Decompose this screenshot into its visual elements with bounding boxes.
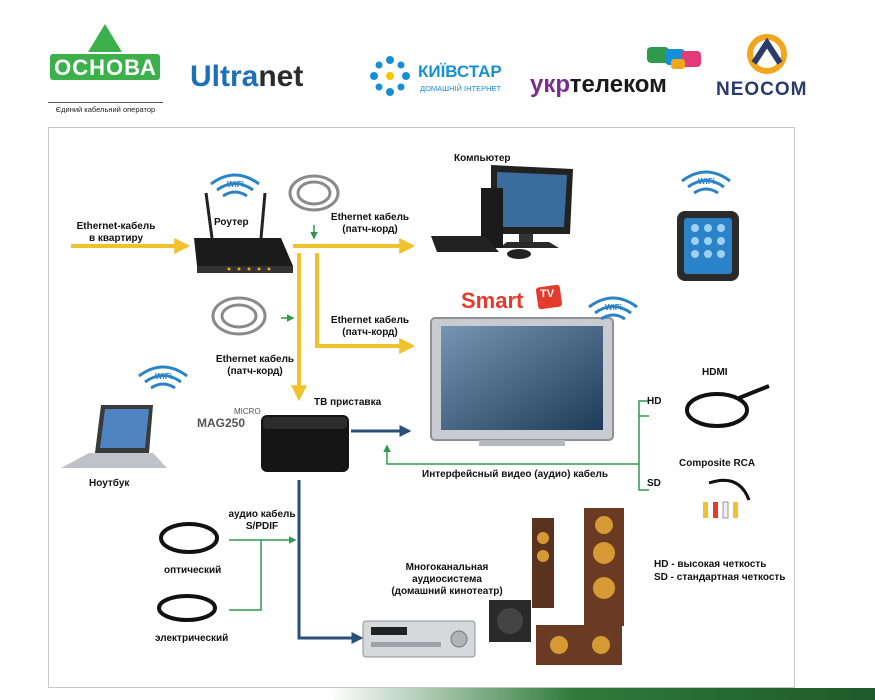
router-label: Роутер bbox=[214, 217, 249, 228]
wifi-laptop-icon bbox=[138, 365, 188, 390]
electric-label: электрический bbox=[155, 633, 229, 644]
interface-cable-label: Интерфейсный видео (аудио) кабель bbox=[422, 469, 609, 480]
router-to-tv-arrow bbox=[315, 253, 416, 354]
hd-label: HD bbox=[647, 396, 662, 407]
rca-cable-icon bbox=[703, 478, 751, 519]
tv-badge-label: TV bbox=[540, 288, 555, 300]
laptop-label: Ноутбук bbox=[89, 478, 130, 489]
ukrtelecom-part2: телеком bbox=[569, 71, 667, 98]
tvbox-to-audio-arrow bbox=[297, 480, 364, 644]
hd-desc-label: HD - высокая четкость bbox=[654, 559, 767, 570]
ukrtelecom-part1: укр bbox=[530, 71, 570, 98]
tablet-icon bbox=[677, 211, 739, 281]
computer-label: Компьютер bbox=[454, 153, 511, 164]
smart-tv-badge-icon bbox=[535, 284, 563, 310]
patch-cord-label-3: Ethernet кабель (патч-корд) bbox=[215, 354, 295, 377]
patch-cord-icon-2 bbox=[211, 296, 267, 336]
patch-connector-arrows bbox=[281, 225, 318, 322]
kyivstar-tagline: ДОМАШНІЙ ІНТЕРНЕТ bbox=[420, 84, 502, 93]
hdmi-label: HDMI bbox=[702, 367, 728, 378]
osnova-tagline: Єдиний кабельний оператор bbox=[48, 102, 163, 114]
electric-cable-icon bbox=[157, 594, 217, 622]
wifi-router-icon bbox=[210, 173, 260, 198]
ukrtelecom-logo: укртелеком bbox=[530, 45, 701, 100]
router-icon bbox=[194, 192, 293, 273]
ethernet-in-label: Ethernet-кабель в квартиру bbox=[76, 221, 156, 244]
sd-label: SD bbox=[647, 478, 661, 489]
tv-box-label: ТВ приставка bbox=[314, 397, 382, 408]
computer-icon bbox=[431, 165, 573, 259]
neocom-emblem-icon bbox=[747, 34, 787, 74]
bottom-accent-bar bbox=[330, 688, 875, 700]
wifi-tv-icon bbox=[588, 296, 638, 321]
diagram-canvas bbox=[61, 165, 770, 665]
optical-label: оптический bbox=[164, 565, 222, 576]
audio-cable-label: аудио кабель S/PDIF bbox=[228, 509, 296, 532]
multichannel-label: Многоканальная аудиосистема (домашний ки… bbox=[391, 562, 503, 597]
av-receiver-icon bbox=[362, 620, 476, 658]
neocom-name: NEOCOM bbox=[716, 79, 808, 100]
patch-cord-icon bbox=[288, 174, 340, 212]
neocom-logo: NEOCOM bbox=[716, 33, 826, 103]
patch-cord-label-1: Ethernet кабель (патч-корд) bbox=[330, 212, 410, 235]
kyivstar-star-icon bbox=[370, 56, 410, 96]
osnova-logo: ОСНОВА Єдиний кабельний оператор bbox=[48, 22, 163, 117]
mag-label: MAG250 bbox=[197, 416, 246, 430]
hdmi-cable-icon bbox=[685, 384, 770, 428]
micro-label: MICRO bbox=[234, 407, 261, 416]
audio-cable-line bbox=[229, 536, 297, 611]
kyivstar-logo: КИЇВСТАР ДОМАШНІЙ ІНТЕРНЕТ bbox=[368, 52, 518, 102]
optical-cable-icon bbox=[159, 522, 219, 554]
osnova-name: ОСНОВА bbox=[54, 55, 157, 80]
patch-cord-label-2: Ethernet кабель (патч-корд) bbox=[330, 315, 410, 338]
wifi-tablet-icon bbox=[681, 170, 731, 195]
ultranet-part2: net bbox=[258, 60, 304, 93]
sd-desc-label: SD - стандартная четкость bbox=[654, 572, 786, 583]
smart-word: Smart bbox=[461, 288, 524, 313]
tv-icon bbox=[430, 317, 614, 446]
composite-label: Composite RCA bbox=[679, 458, 756, 469]
ukrtelecom-bubbles-icon bbox=[647, 47, 701, 69]
ultranet-logo: Ultranet bbox=[190, 60, 350, 100]
wifi-laptop-label: WiFi bbox=[155, 372, 172, 381]
wifi-tv-label: WiFi bbox=[605, 303, 622, 312]
laptop-icon bbox=[61, 405, 167, 468]
tv-box-icon bbox=[261, 415, 349, 472]
ultranet-part1: Ultra bbox=[190, 60, 259, 93]
connection-diagram: Ethernet-кабель в квартиру Роутер WiFi W… bbox=[48, 127, 795, 688]
speakers-icon bbox=[489, 508, 624, 665]
smart-tv-logo: Smart bbox=[461, 288, 523, 314]
wifi-tablet-label: WiFi bbox=[698, 177, 715, 186]
interface-cable-line bbox=[383, 400, 649, 491]
kyivstar-name: КИЇВСТАР bbox=[418, 62, 502, 81]
wifi-router-label: WiFi bbox=[227, 180, 244, 189]
